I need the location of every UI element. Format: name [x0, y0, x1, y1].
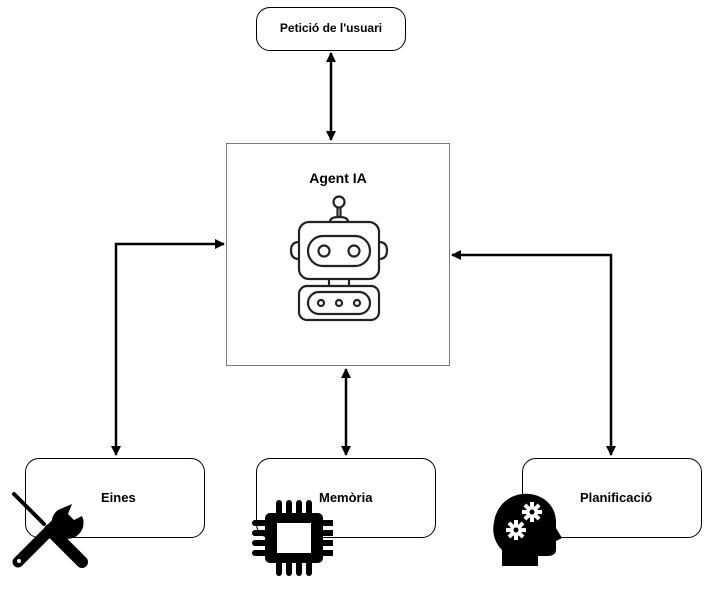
robot-icon — [289, 195, 389, 322]
chip-icon — [252, 500, 333, 576]
user-request-label: Petició de l'usuari — [279, 21, 383, 35]
agent-node[interactable]: Agent IA — [226, 143, 450, 366]
tools-label: Eines — [101, 490, 136, 505]
tools-icon — [12, 492, 88, 568]
head-gears-icon — [493, 493, 562, 566]
arrow-agent-planificacio — [451, 250, 616, 456]
memory-label: Memòria — [319, 490, 373, 505]
agent-label: Agent IA — [309, 170, 367, 186]
user-request-node[interactable]: Petició de l'usuari — [256, 7, 406, 51]
arrow-agent-eines — [111, 239, 225, 456]
planning-label: Planificació — [580, 490, 653, 505]
